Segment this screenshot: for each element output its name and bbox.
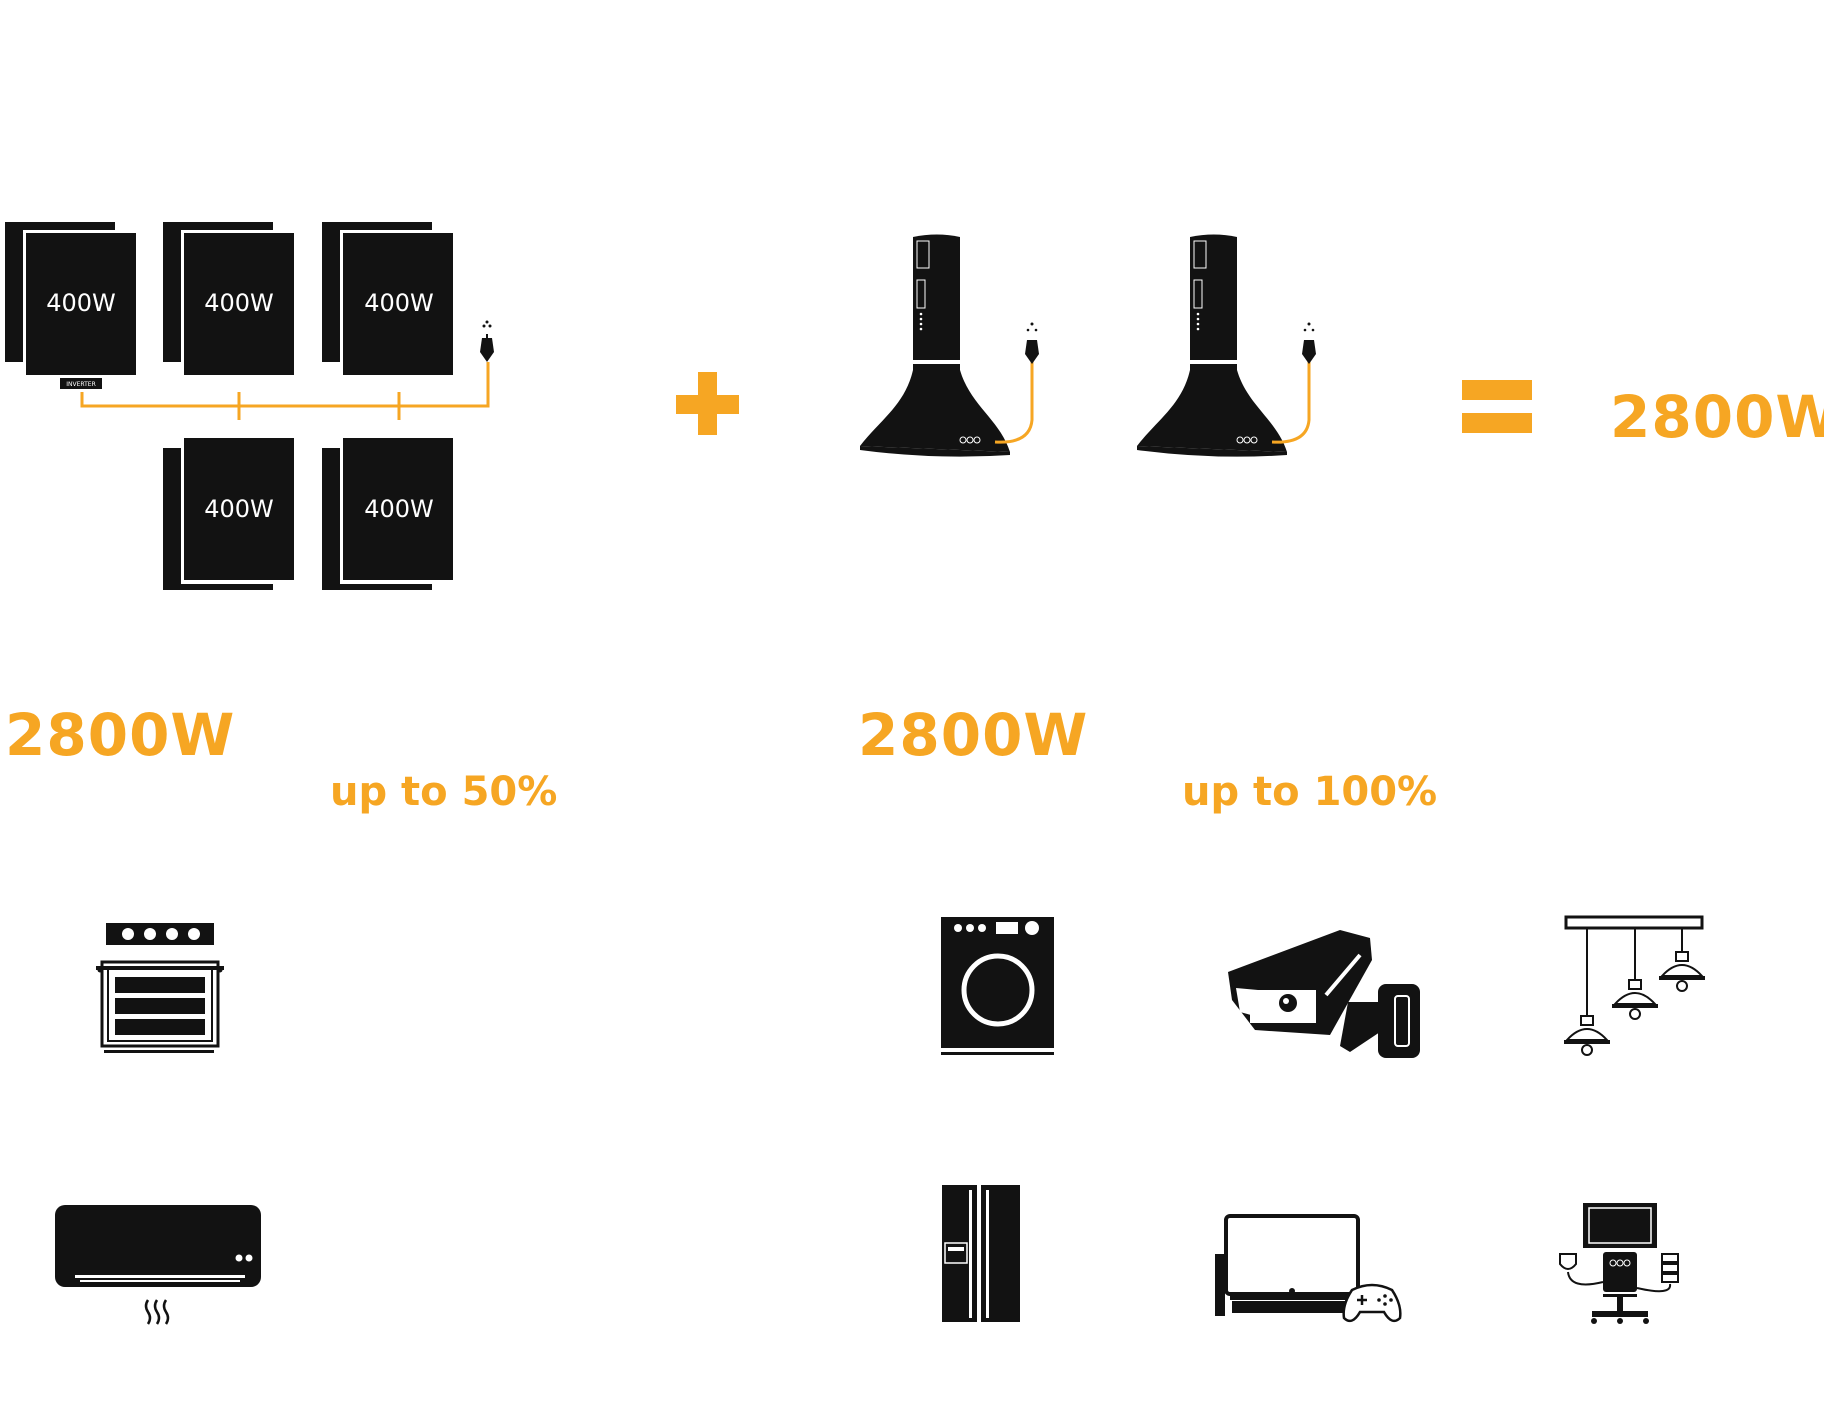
right-power-text: 2800W (858, 701, 1089, 769)
solar-panel-3: 400W (322, 222, 456, 378)
panel-wattage: 400W (204, 289, 274, 317)
solar-panel-array: 400W INVERTER 400W 400W 400W (5, 222, 494, 590)
panel-wattage: 400W (46, 289, 116, 317)
inverter: INVERTER (60, 378, 102, 389)
lamp-3 (1659, 951, 1705, 992)
left-percentage-text: up to 50% (330, 769, 558, 815)
washing-machine-icon (941, 917, 1054, 1055)
panel-wattage: 400W (204, 495, 274, 523)
lamp-1 (1564, 1015, 1610, 1056)
power-station-2 (1137, 234, 1316, 457)
pendant-lamps-icon (1564, 915, 1705, 1056)
equals-sign-icon (1462, 380, 1532, 433)
solar-panel-2: 400W (163, 222, 297, 378)
right-percentage-text: up to 100% (1182, 769, 1438, 815)
wiring (80, 362, 490, 420)
air-conditioner-icon (55, 1205, 261, 1325)
total-output-text: 2800W (1610, 383, 1824, 451)
lamp-2 (1612, 979, 1658, 1020)
refrigerator-icon (942, 1185, 1020, 1322)
security-camera-icon (1228, 930, 1420, 1058)
plug-icon (480, 320, 494, 362)
inverter-label: INVERTER (66, 381, 96, 388)
panel-wattage: 400W (364, 495, 434, 523)
left-power-text: 2800W (5, 701, 236, 769)
power-station-1 (860, 234, 1039, 457)
tv-game-console-icon (1215, 1214, 1402, 1323)
medical-monitor-icon (1559, 1203, 1679, 1324)
stove-oven-icon (96, 923, 224, 1053)
solar-panel-5: 400W (322, 432, 456, 590)
solar-panel-1: 400W (5, 222, 139, 378)
panel-wattage: 400W (364, 289, 434, 317)
plus-sign-icon (676, 372, 739, 435)
solar-panel-4: 400W (163, 432, 297, 590)
